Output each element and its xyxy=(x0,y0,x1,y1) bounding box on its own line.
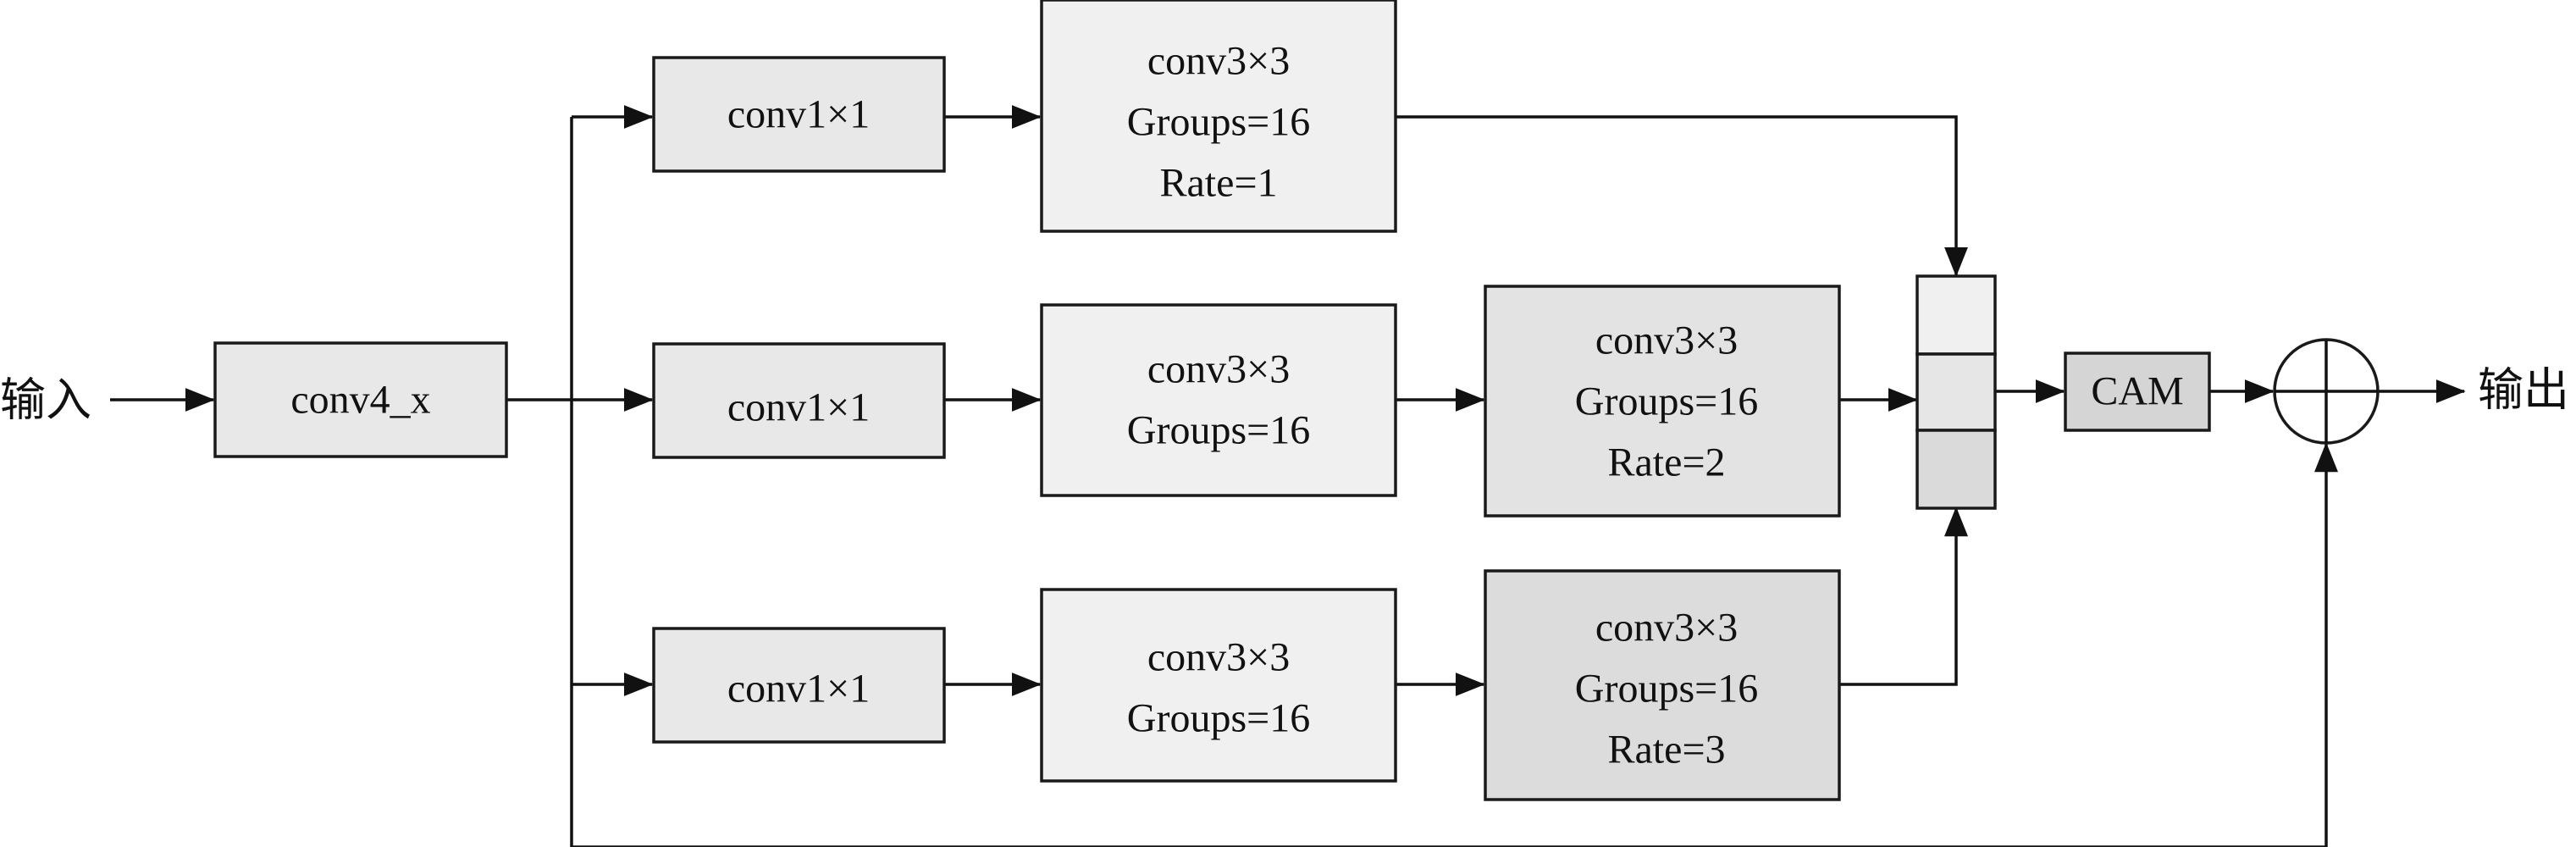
branch3-dilated-box xyxy=(1484,569,1841,801)
branch-1: conv1×1 conv3×3 Groups=16 Rate=1 xyxy=(652,0,1397,233)
branch1-conv3x3-line3: Rate=1 xyxy=(1159,161,1277,206)
branch3-conv3x3-line1: conv3×3 xyxy=(1147,635,1290,680)
conv4x-box xyxy=(213,341,508,458)
concat-block xyxy=(1915,274,1997,510)
residual-shortcut xyxy=(572,442,2338,847)
branch1-conv3x3-box xyxy=(1040,0,1397,233)
branch2-dilated-box xyxy=(1484,285,1841,518)
branch3-out-line xyxy=(1839,507,1968,686)
branch1-conv1x1-box xyxy=(652,56,946,173)
branch1-conv1x1-label: conv1×1 xyxy=(727,92,870,137)
branch1-conv3x3-line2: Groups=16 xyxy=(1127,100,1310,145)
branch2-dilated-line3: Rate=2 xyxy=(1607,440,1725,485)
branch3-conv3x3-line2: Groups=16 xyxy=(1127,696,1310,741)
branch2-conv3x3-line1: conv3×3 xyxy=(1147,347,1290,392)
conv4x-label: conv4_x xyxy=(290,378,430,423)
branch3-dilated-line1: conv3×3 xyxy=(1595,606,1738,650)
cam-block: CAM xyxy=(2064,352,2211,432)
branch2-dilated-line1: conv3×3 xyxy=(1595,318,1738,363)
concat-segment-middle xyxy=(1915,352,1997,432)
branch1-conv3x3-line1: conv3×3 xyxy=(1147,39,1290,84)
branch2-conv1x1-box xyxy=(652,342,946,459)
cam-label: CAM xyxy=(2091,369,2183,414)
branch2-dilated-line2: Groups=16 xyxy=(1575,379,1758,424)
branch3-conv1x1-label: conv1×1 xyxy=(727,667,870,711)
conv4x-block: conv4_x xyxy=(213,341,508,458)
branch3-dilated-line2: Groups=16 xyxy=(1575,667,1758,711)
sum-node xyxy=(2273,338,2380,445)
branch2-conv3x3-line2: Groups=16 xyxy=(1127,408,1310,453)
branch2-conv1x1-label: conv1×1 xyxy=(727,385,870,430)
output-label: 输出 xyxy=(2478,363,2569,417)
branch-2: conv1×1 conv3×3 Groups=16 conv3×3 Groups… xyxy=(652,285,1841,518)
cam-box xyxy=(2064,352,2211,432)
branch3-dilated-line3: Rate=3 xyxy=(1607,728,1725,772)
input-label: 输入 xyxy=(0,374,91,427)
branch3-conv3x3-box xyxy=(1040,588,1397,783)
concat-segment-bottom xyxy=(1915,429,1997,510)
branch2-conv3x3-box xyxy=(1040,303,1397,497)
branch-3: conv1×1 conv3×3 Groups=16 conv3×3 Groups… xyxy=(652,569,1841,801)
branch1-out-line xyxy=(1396,115,1968,277)
concat-segment-top xyxy=(1915,274,1997,356)
connections xyxy=(110,105,2466,847)
branch3-conv1x1-box xyxy=(652,627,946,744)
